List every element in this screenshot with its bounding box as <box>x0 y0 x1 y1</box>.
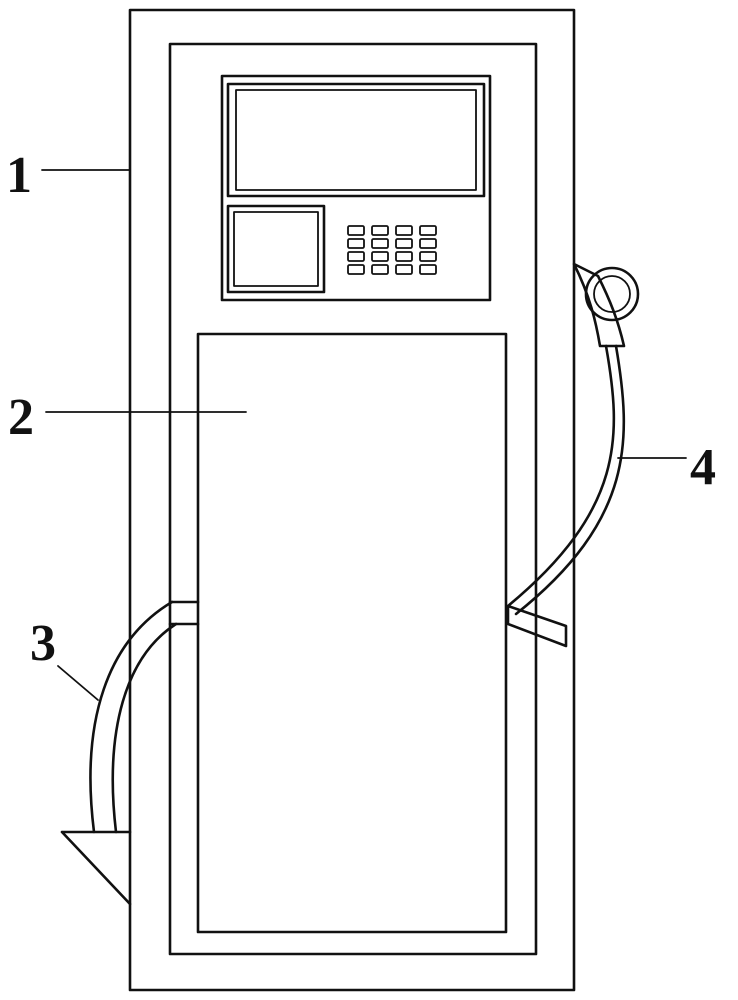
keypad-key <box>372 239 388 248</box>
outer-cabinet <box>130 10 574 990</box>
label-2: 2 <box>8 389 34 446</box>
label-4: 4 <box>690 439 716 496</box>
keypad-key <box>348 252 364 261</box>
keypad <box>348 226 436 274</box>
keypad-key <box>348 226 364 235</box>
keypad-key <box>420 239 436 248</box>
left-hose-inner <box>113 624 176 832</box>
keypad-key <box>396 252 412 261</box>
keypad-key <box>420 265 436 274</box>
control-panel-housing <box>222 76 490 300</box>
front-door-panel <box>198 334 506 932</box>
keypad-key <box>396 226 412 235</box>
right-hose-outer <box>508 346 614 606</box>
right-hose-inner <box>516 346 624 614</box>
keypad-key <box>348 265 364 274</box>
keypad-key <box>348 239 364 248</box>
left-nozzle-funnel <box>62 832 130 904</box>
keypad-key <box>396 239 412 248</box>
keypad-key <box>396 265 412 274</box>
keypad-key <box>372 265 388 274</box>
keypad-key <box>372 226 388 235</box>
display-screen-inner <box>236 90 476 190</box>
keypad-key <box>372 252 388 261</box>
display-screen-outer <box>228 84 484 196</box>
leader-lines <box>42 170 686 700</box>
left-hose-bracket <box>170 602 198 624</box>
keypad-key <box>420 226 436 235</box>
card-reader-inner <box>234 212 318 286</box>
control-panel <box>222 76 490 300</box>
label-1: 1 <box>6 147 32 204</box>
inner-frame <box>170 44 536 954</box>
keypad-key <box>420 252 436 261</box>
label-3: 3 <box>30 615 56 672</box>
leader-line-3 <box>58 666 98 700</box>
card-reader-outer <box>228 206 324 292</box>
